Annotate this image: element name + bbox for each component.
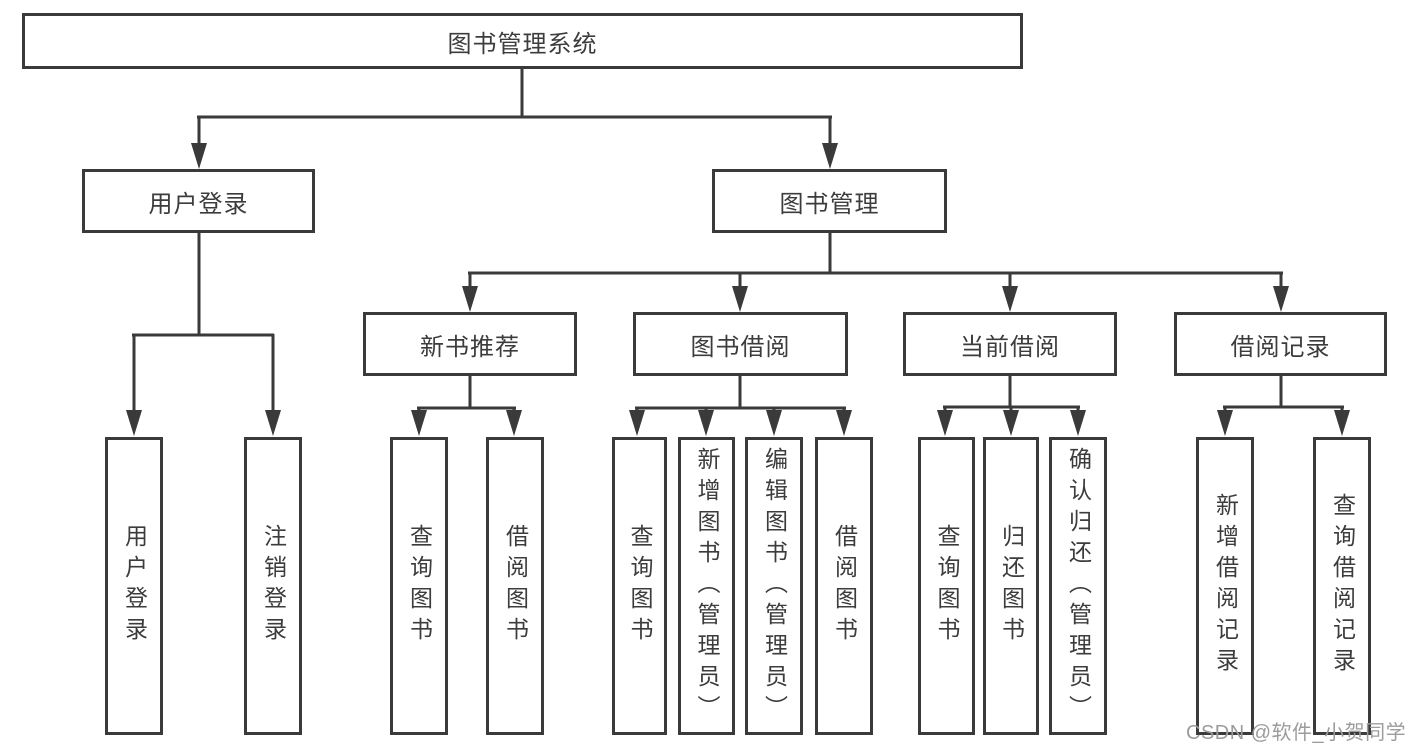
node-borrowing-records: 借阅记录	[1174, 312, 1387, 376]
node-book-borrowing: 图书借阅	[633, 312, 848, 376]
node-leaf-confirm-return-admin: 确认归还（管理员）	[1049, 437, 1107, 735]
connector-arrowheads	[126, 143, 1350, 436]
node-leaf-query-books-borrowing: 查询图书	[612, 437, 667, 735]
node-leaf-borrow-books-recommend: 借阅图书	[486, 437, 544, 735]
node-leaf-return-book: 归还图书	[983, 437, 1039, 735]
node-current-borrowing: 当前借阅	[903, 312, 1117, 376]
node-leaf-query-borrow-record: 查询借阅记录	[1313, 437, 1371, 735]
node-leaf-user-login: 用户登录	[105, 437, 163, 735]
node-leaf-query-books-recommend: 查询图书	[390, 437, 448, 735]
node-new-book-recommend: 新书推荐	[363, 312, 577, 376]
node-book-management: 图书管理	[712, 169, 947, 233]
node-leaf-query-books-current: 查询图书	[918, 437, 975, 735]
node-leaf-add-borrow-record: 新增借阅记录	[1196, 437, 1254, 735]
node-leaf-borrow-books: 借阅图书	[815, 437, 873, 735]
csdn-watermark: CSDN @软件_小贺同学	[1186, 722, 1405, 744]
node-leaf-add-book-admin: 新增图书（管理员）	[678, 437, 735, 735]
node-library-system: 图书管理系统	[22, 13, 1023, 69]
node-user-login: 用户登录	[82, 169, 315, 233]
node-leaf-logout: 注销登录	[244, 437, 302, 735]
node-leaf-edit-book-admin: 编辑图书（管理员）	[745, 437, 803, 735]
